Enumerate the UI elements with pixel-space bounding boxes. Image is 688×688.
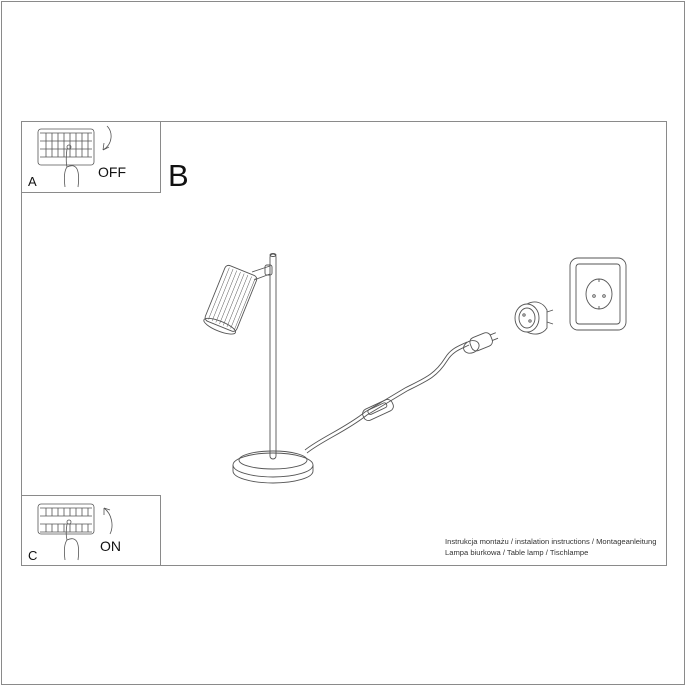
wall-socket-icon <box>569 257 627 331</box>
step-a-label: A <box>28 174 37 189</box>
step-b-label: B <box>168 158 189 193</box>
step-c-label: C <box>28 548 38 563</box>
inline-switch-icon <box>362 398 394 422</box>
document-caption: Instrukcja montażu / instalation instruc… <box>445 536 656 558</box>
step-a-panel: A OFF <box>21 121 161 193</box>
caption-line-2: Lampa biurkowa / Table lamp / Tischlampe <box>445 548 589 557</box>
caption-line-1: Instrukcja montażu / instalation instruc… <box>445 537 657 546</box>
plug-icon <box>463 332 499 354</box>
instruction-frame <box>21 121 667 566</box>
table-lamp-icon <box>203 253 314 484</box>
plug-adapter-icon <box>514 301 554 335</box>
fuse-box-off-icon <box>37 125 112 188</box>
fuse-box-on-icon <box>37 503 113 561</box>
off-label: OFF <box>98 164 126 180</box>
on-label: ON <box>100 538 121 554</box>
cable-icon <box>304 341 468 451</box>
step-c-panel: C ON <box>21 495 161 566</box>
